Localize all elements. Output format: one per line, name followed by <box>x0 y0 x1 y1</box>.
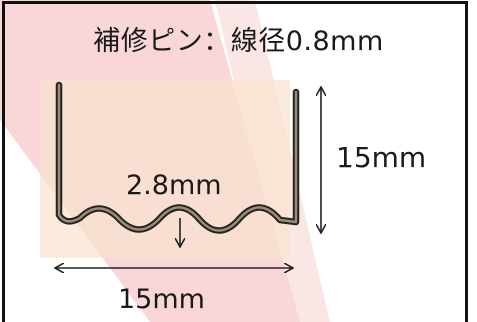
product-title: 補修ピン：線径0.8mm <box>93 26 384 57</box>
repair-pin-staple <box>57 83 298 232</box>
watermark-peach-block <box>40 80 290 258</box>
height-dimension-label: 15mm <box>336 141 427 174</box>
width-dimension-label: 15mm <box>118 284 205 315</box>
wave-depth-label: 2.8mm <box>126 170 222 201</box>
figure-frame <box>2 1 468 322</box>
